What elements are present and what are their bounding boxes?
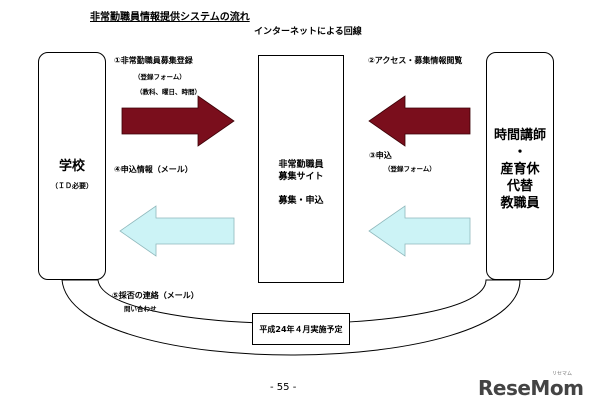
staff-line-1: 時間講師	[493, 128, 546, 143]
step-4-label: ④申込情報（メール）	[114, 165, 193, 174]
diagram-subtitle: インターネットによる回線	[254, 27, 362, 37]
schedule-text: 平成24年４月実施予定	[259, 325, 343, 334]
arrow-staff-to-site-apply	[368, 205, 471, 257]
school-name: 学校	[58, 159, 85, 174]
school-note: （ＩＤ必要）	[51, 182, 93, 190]
diagram-title: 非常勤職員情報提供システムの流れ	[90, 12, 250, 23]
staff-line-3: 産育休	[500, 162, 540, 177]
arrow-school-to-site	[121, 95, 235, 147]
brand-logo: ReseMom	[478, 376, 584, 400]
recruitment-site-box: 非常勤職員 募集サイト 募集・申込	[258, 55, 344, 283]
arrow-staff-to-site-access	[368, 95, 471, 147]
curve-result-arrow	[61, 279, 521, 356]
step-3-label: ③申込	[369, 151, 392, 160]
step-5-label: ⑤採否の連絡（メール）	[112, 291, 199, 300]
schedule-box: 平成24年４月実施予定	[252, 313, 350, 345]
step-5-sub-1: 問い合わせ	[124, 305, 157, 313]
staff-line-5: 教職員	[500, 196, 540, 211]
school-box: 学校 （ＩＤ必要）	[38, 52, 106, 280]
page-number: - 55 -	[270, 382, 297, 393]
step-2-label: ②アクセス・募集情報閲覧	[368, 56, 463, 65]
site-line-3: 募集・申込	[278, 196, 324, 206]
staff-box: 時間講師 ・ 産育休 代替 教職員	[486, 52, 554, 280]
brand-logo-kana: リセマム	[552, 371, 573, 377]
step-1-label: ①非常勤職員募集登録	[114, 56, 193, 65]
arrow-site-to-school	[119, 205, 235, 257]
step-3-sub-1: （登録フォーム）	[384, 165, 436, 173]
step-1-sub-2: （教科、曜日、時間）	[136, 88, 201, 96]
staff-line-2: ・	[513, 145, 527, 160]
staff-line-4: 代替	[506, 179, 533, 194]
step-1-sub-1: （登録フォーム）	[134, 73, 186, 81]
site-line-1: 非常勤職員	[278, 160, 324, 170]
site-line-2: 募集サイト	[278, 172, 324, 182]
